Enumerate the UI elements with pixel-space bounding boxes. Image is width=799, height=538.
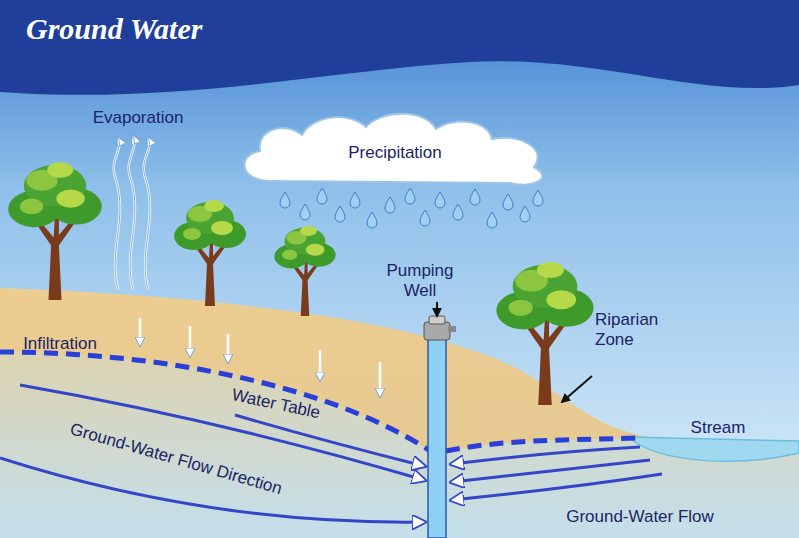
- part-label: Stream: [691, 418, 746, 438]
- part-label: Ground-Water Flow: [566, 507, 714, 527]
- cloud-label: Precipitation: [348, 137, 442, 163]
- part-label: Pumping Well: [374, 261, 466, 300]
- part-label: Infiltration: [23, 334, 97, 354]
- part-label: Riparian Zone: [595, 310, 685, 349]
- part-label: Evaporation: [93, 108, 184, 128]
- cloud-shape: Precipitation: [230, 109, 560, 191]
- diagram-title: Ground Water: [26, 12, 202, 46]
